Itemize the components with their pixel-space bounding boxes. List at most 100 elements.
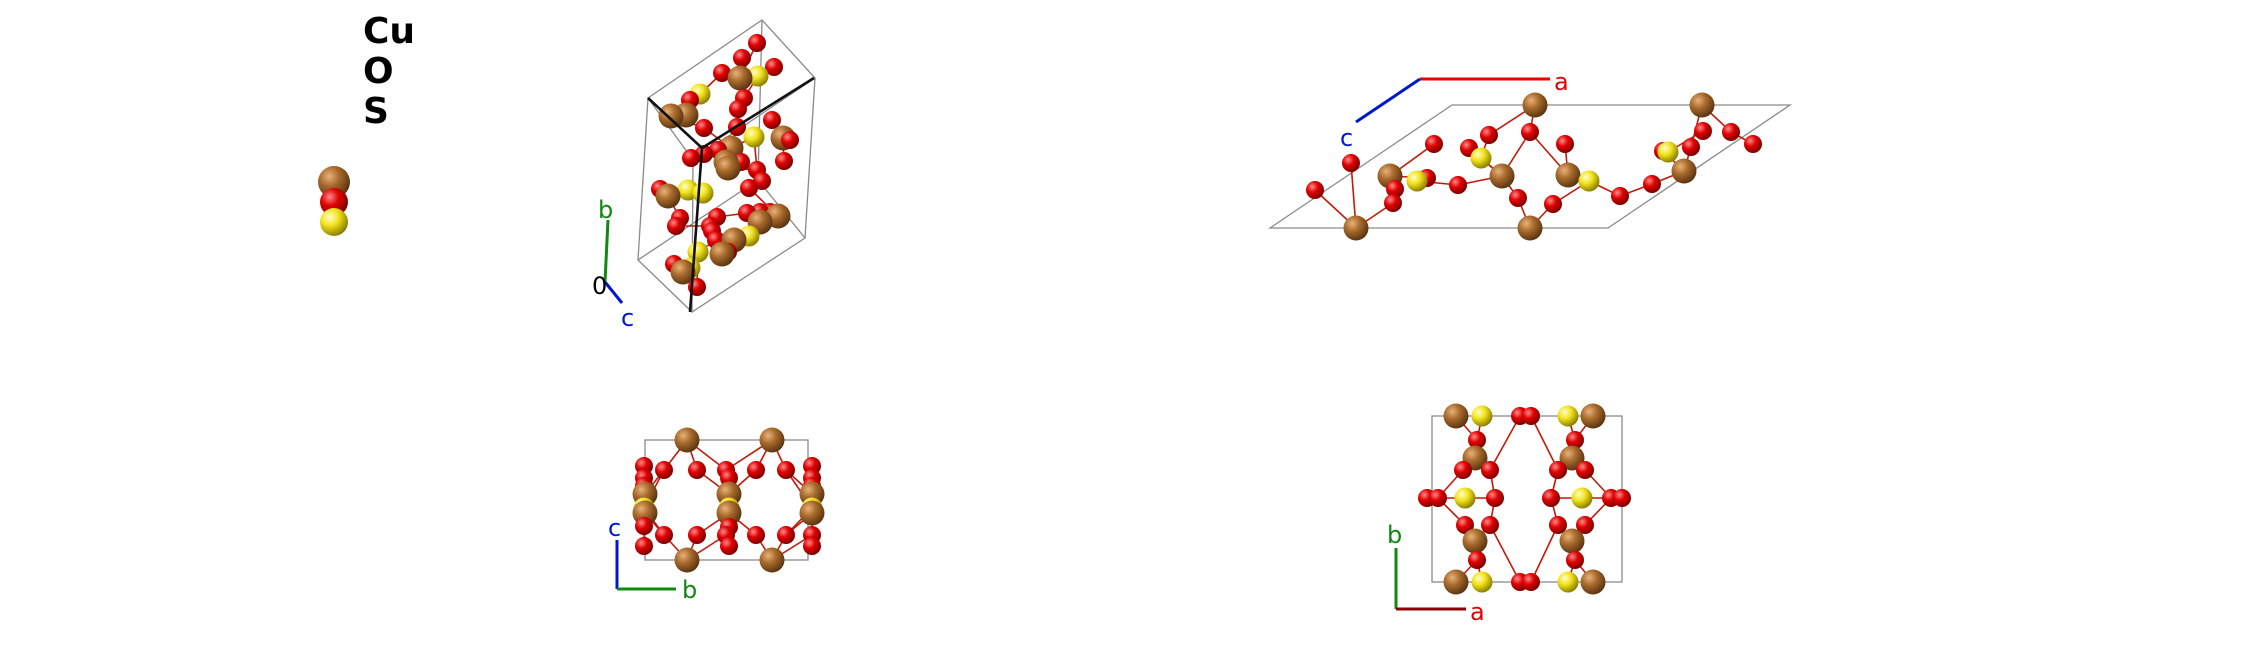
axis-c-label: c (1340, 124, 1353, 152)
o-atom (748, 34, 766, 52)
o-atom (733, 49, 751, 67)
cu-atom (674, 427, 700, 453)
o-atom (1744, 135, 1762, 153)
o-atom (1386, 180, 1404, 198)
legend: Cu O S (318, 11, 415, 236)
cu-atom (1580, 403, 1606, 429)
axis-triad: c b (608, 514, 697, 604)
cu-atom (1555, 162, 1581, 188)
axis-triad: b a (1387, 521, 1485, 626)
o-atom (1522, 407, 1540, 425)
axis-c-line (603, 281, 624, 304)
bond (1530, 415, 1559, 471)
s-atom (1471, 571, 1493, 593)
s-atom (1454, 487, 1476, 509)
o-atom (688, 526, 706, 544)
o-atom (1480, 126, 1498, 144)
axis-c-label: c (621, 304, 634, 332)
o-atom (1566, 431, 1584, 449)
view-b-c: c b (608, 427, 825, 604)
view-a-c: a c (1267, 68, 1793, 241)
s-atom (1571, 487, 1593, 509)
s-atom (1578, 170, 1600, 192)
o-atom (1542, 489, 1560, 507)
o-atom (777, 526, 795, 544)
o-atom (1481, 516, 1499, 534)
o-atom (1486, 489, 1504, 507)
o-atom (775, 152, 793, 170)
legend-swatch-o (320, 188, 348, 216)
legend-swatch-s (320, 208, 348, 236)
atoms (651, 34, 799, 296)
cu-atom (1443, 569, 1469, 595)
o-atom (1549, 461, 1567, 479)
o-atom (781, 131, 799, 149)
bond (1489, 524, 1521, 583)
legend-label-o: O (363, 51, 394, 92)
o-atom (695, 119, 713, 137)
o-atom (777, 461, 795, 479)
cu-atom (1443, 403, 1469, 429)
o-atom (635, 537, 653, 555)
atoms (632, 427, 825, 573)
cu-atom (759, 547, 785, 573)
cu-atom (670, 259, 696, 285)
legend-swatch-cu (318, 166, 350, 198)
o-atom (1694, 122, 1712, 140)
o-atom (1611, 187, 1629, 205)
legend-atom-swatches (318, 166, 350, 236)
o-atom (688, 461, 706, 479)
o-atom (1576, 461, 1594, 479)
view-a-b: b a (1387, 403, 1631, 626)
cu-atom (655, 183, 681, 209)
o-atom (1509, 189, 1527, 207)
o-atom (1429, 489, 1447, 507)
axis-b-label: b (1387, 521, 1402, 549)
s-atom (692, 182, 714, 204)
s-atom (1657, 141, 1679, 163)
o-atom (1522, 573, 1540, 591)
o-atom (763, 111, 781, 129)
o-atom (747, 526, 765, 544)
bond (1530, 524, 1559, 583)
o-atom (1449, 176, 1467, 194)
o-atom (1306, 181, 1324, 199)
s-atom (1557, 571, 1579, 593)
axis-triad: a c (1340, 68, 1569, 152)
s-atom (1557, 405, 1579, 427)
o-atom (1566, 551, 1584, 569)
cu-atom (1671, 158, 1697, 184)
cu-atom (1689, 92, 1715, 118)
cu-atom (1580, 569, 1606, 595)
cell-axes-dark (647, 76, 815, 313)
o-atom (1481, 461, 1499, 479)
o-atom (1454, 461, 1472, 479)
o-atom (765, 58, 783, 76)
legend-label-s: S (363, 91, 389, 132)
axis-c-label: c (608, 514, 621, 542)
cu-atom (674, 547, 700, 573)
o-atom (1425, 135, 1443, 153)
cu-atom (759, 427, 785, 453)
legend-label-cu: Cu (363, 11, 415, 52)
cu-atom (716, 500, 742, 526)
s-atom (743, 126, 765, 148)
cu-atom (799, 500, 825, 526)
o-atom (1643, 175, 1661, 193)
cu-atom (1522, 92, 1548, 118)
axis-triad: b c 0 (592, 196, 634, 332)
o-atom (1682, 138, 1700, 156)
atoms (1418, 403, 1631, 595)
o-atom (803, 537, 821, 555)
o-atom (1468, 431, 1486, 449)
cu-atom (709, 241, 735, 267)
o-atom (713, 64, 731, 82)
s-atom (1470, 147, 1492, 169)
s-atom (747, 65, 769, 87)
cu-atom (1489, 163, 1515, 189)
o-atom (655, 461, 673, 479)
o-atom (1722, 123, 1740, 141)
o-atom (1544, 195, 1562, 213)
cu-atom (1343, 215, 1369, 241)
